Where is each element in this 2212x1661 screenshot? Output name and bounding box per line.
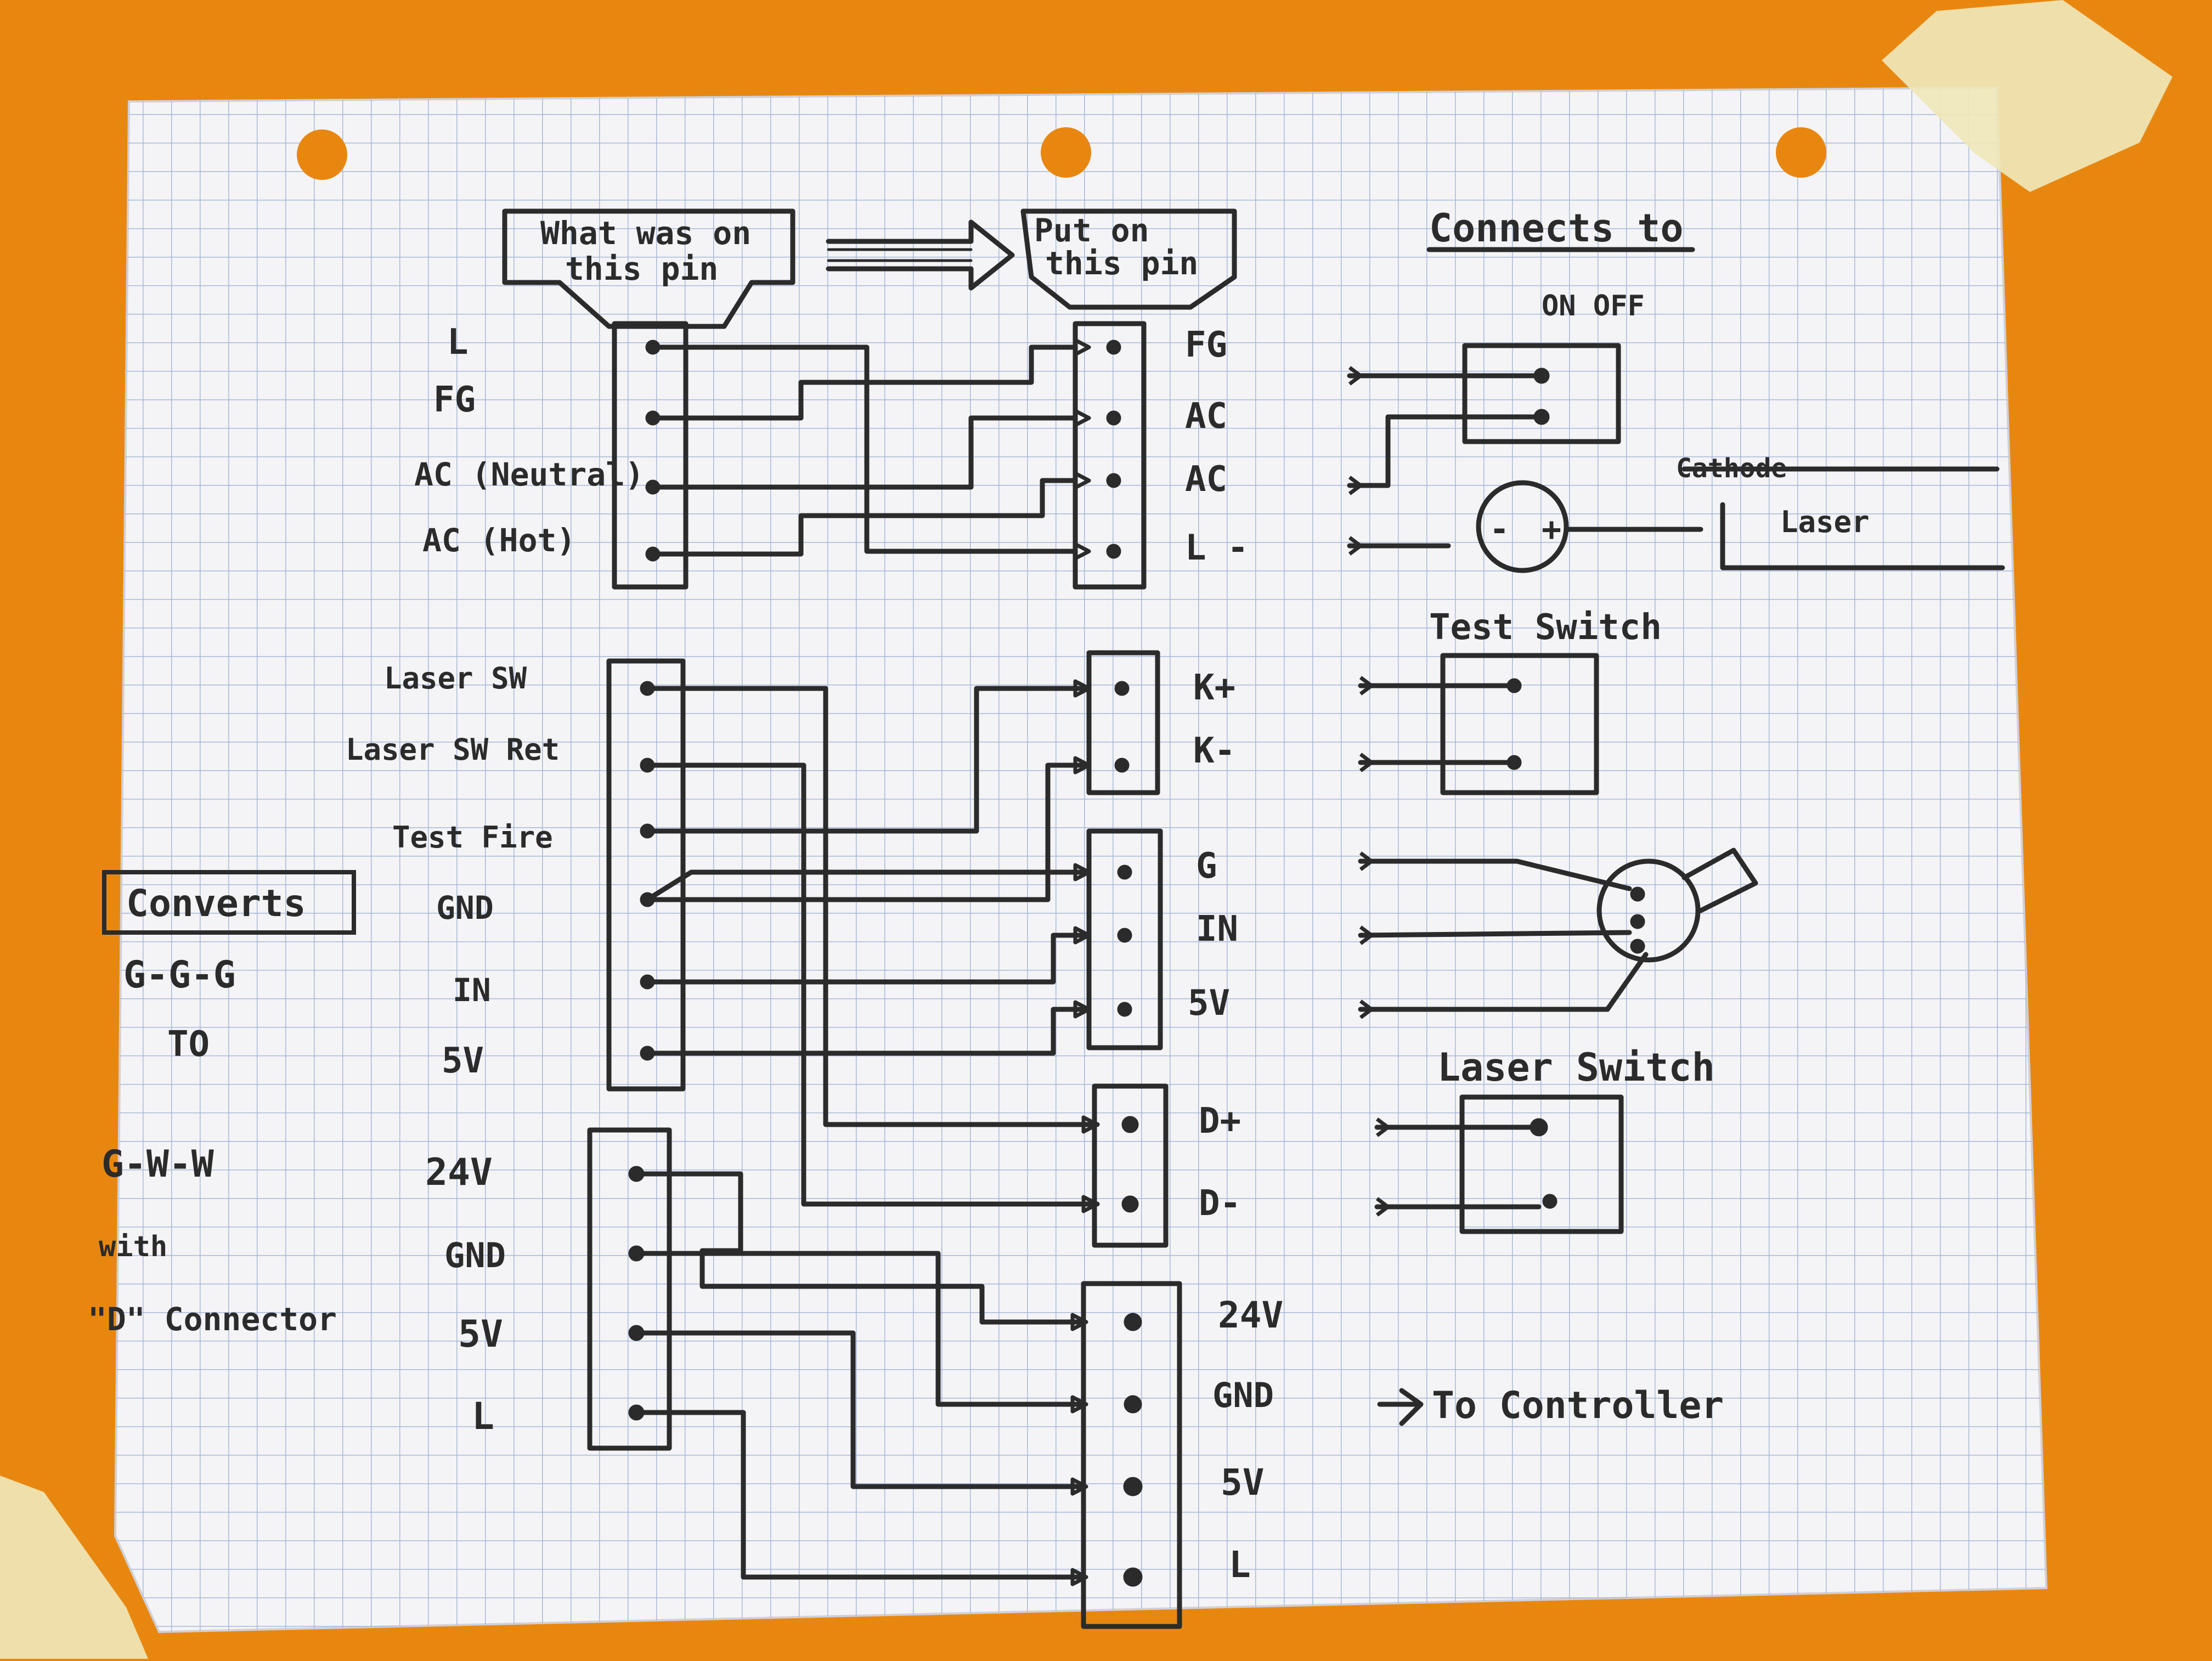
to-label-line2: this pin [1045,245,1198,282]
signal-left-pin-5: IN [453,971,491,1009]
with-word: with [99,1230,167,1263]
signal-left-pin-2: Laser SW Ret [346,732,560,767]
tape-bottom-left [0,1476,148,1659]
punch-hole [1041,127,1091,178]
laser-box [1681,466,2005,570]
power-left-pin-3: AC (Neutral) [414,456,644,493]
dc-connector-right [1081,1281,1182,1629]
signal-left-pin-6: 5V [442,1041,484,1081]
g-connector [1086,828,1163,1050]
connector-name: "D" Connector [88,1301,337,1338]
signal-left-pin-3: Test Fire [392,820,553,855]
g-pin-in: IN [1196,909,1238,950]
to-label-line1: Put on [1034,212,1149,249]
from-label-line1: What was on [540,214,751,252]
dc-right-pin-4: L [1229,1544,1251,1586]
power-right-pin-4: L - [1185,528,1249,568]
power-connector-left [612,321,689,590]
power-left-pin-2: FG [433,380,476,420]
d-pin-minus: D- [1199,1183,1241,1224]
to-code: G-W-W [101,1143,214,1186]
punch-hole [1776,127,1826,178]
to-word: TO [167,1024,210,1065]
power-right-pin-2: AC [1185,396,1227,437]
to-banner [1020,208,1237,310]
connects-to-heading: Connects to [1429,206,1684,251]
on-off-label: ON OFF [1542,290,1645,323]
power-left-pin-1: L [447,322,469,363]
dc-left-pin-4: L [472,1395,494,1438]
converts-box [102,870,356,935]
cathode-label: Cathode [1676,453,1787,484]
from-code: G-G-G [123,953,236,997]
arrow-right-icon [826,219,1015,291]
potentiometer-circle [1596,858,1701,963]
signal-left-pin-4: GND [436,889,494,926]
dc-right-pin-1: 24V [1218,1294,1283,1336]
on-off-switch-box [1462,343,1621,444]
tape-top-right [1882,0,2172,192]
from-label-line2: this pin [565,250,718,287]
punch-hole [297,129,347,180]
g-pin-5v: 5V [1188,983,1230,1024]
converts-label: Converts [126,882,306,925]
k-pin-plus: K+ [1193,668,1235,708]
power-left-pin-4: AC (Hot) [422,522,575,559]
dc-left-pin-3: 5V [458,1313,503,1356]
laser-tube-circle [1476,480,1569,573]
laser-label: Laser [1780,505,1870,539]
laser-switch-label: Laser Switch [1437,1045,1715,1090]
d-connector [1092,1083,1169,1248]
d-pin-plus: D+ [1199,1101,1241,1142]
test-switch-label: Test Switch [1429,607,1662,648]
plus-sign: + [1542,510,1561,549]
dc-right-pin-2: GND [1212,1375,1274,1415]
ink-drawing [502,208,2005,1629]
minus-sign: - [1489,510,1509,549]
g-pin-g: G [1196,846,1217,886]
dc-right-pin-3: 5V [1221,1461,1264,1504]
power-right-pin-3: AC [1185,459,1227,500]
to-controller-label: To Controller [1432,1384,1724,1427]
signal-left-pin-1: Laser SW [384,661,527,696]
dc-connector-left [587,1127,672,1451]
k-pin-minus: K- [1193,731,1235,771]
power-connector-right [1073,321,1147,590]
laser-switch-box [1459,1094,1624,1234]
dc-left-pin-2: GND [444,1235,506,1275]
power-right-pin-1: FG [1185,325,1227,365]
test-switch-box [1440,653,1599,795]
from-banner [502,208,795,329]
dc-left-pin-1: 24V [425,1151,493,1194]
k-connector [1086,650,1160,795]
